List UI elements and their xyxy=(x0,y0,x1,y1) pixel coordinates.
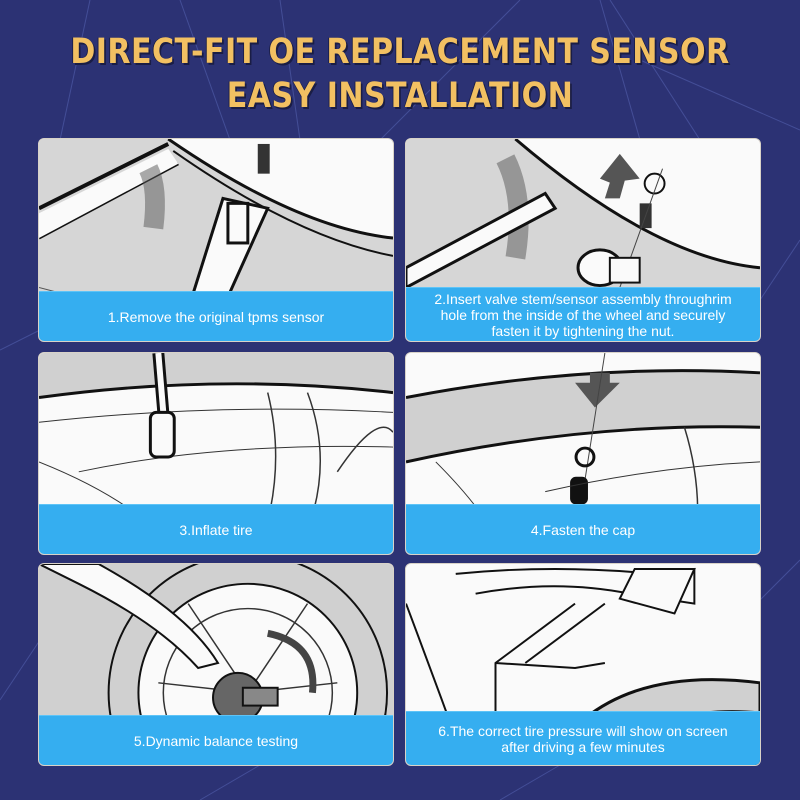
step-5-caption: 5.Dynamic balance testing xyxy=(39,715,393,765)
step-2-caption: 2.Insert valve stem/sensor assembly thro… xyxy=(406,287,760,341)
step-4-caption: 4.Fasten the cap xyxy=(406,504,760,554)
title-line-2: EASY INSTALLATION xyxy=(226,76,574,116)
page-title: DIRECT-FIT OE REPLACEMENT SENSOR EASY IN… xyxy=(0,30,800,118)
step-6-caption: 6.The correct tire pressure will show on… xyxy=(406,711,760,765)
step-4-panel: 4.Fasten the cap xyxy=(405,352,761,555)
step-5-panel: 5.Dynamic balance testing xyxy=(38,563,394,766)
step-6-panel: 6.The correct tire pressure will show on… xyxy=(405,563,761,766)
step-3-panel: 3.Inflate tire xyxy=(38,352,394,555)
step-1-panel: 1.Remove the original tpms sensor xyxy=(38,138,394,342)
step-3-caption: 3.Inflate tire xyxy=(39,504,393,554)
step-1-caption: 1.Remove the original tpms sensor xyxy=(39,291,393,341)
title-line-1: DIRECT-FIT OE REPLACEMENT SENSOR xyxy=(70,32,730,72)
step-2-panel: 2.Insert valve stem/sensor assembly thro… xyxy=(405,138,761,342)
